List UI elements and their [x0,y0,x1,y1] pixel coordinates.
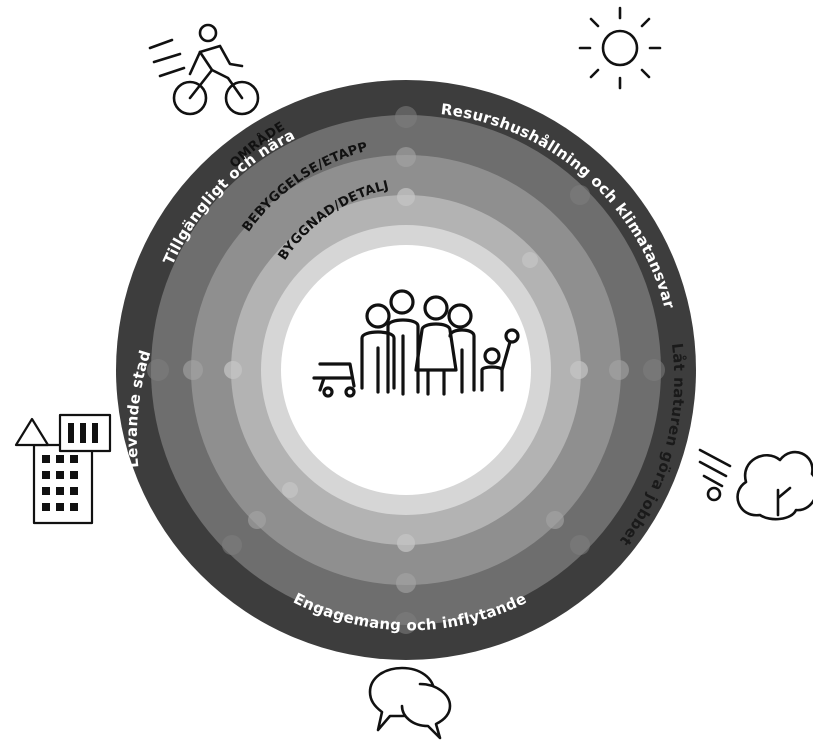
center-disc [281,245,531,495]
tree-key-icon [698,448,813,521]
ring-bumps-center [224,188,588,552]
cyclist-icon [148,23,260,116]
family-icon [312,289,520,398]
ring-bumps [147,106,665,634]
ring-bumps-inner [183,147,629,593]
city-buildings-icon [14,413,112,525]
speech-bubbles-icon [368,666,452,740]
sun-icon [578,6,662,90]
